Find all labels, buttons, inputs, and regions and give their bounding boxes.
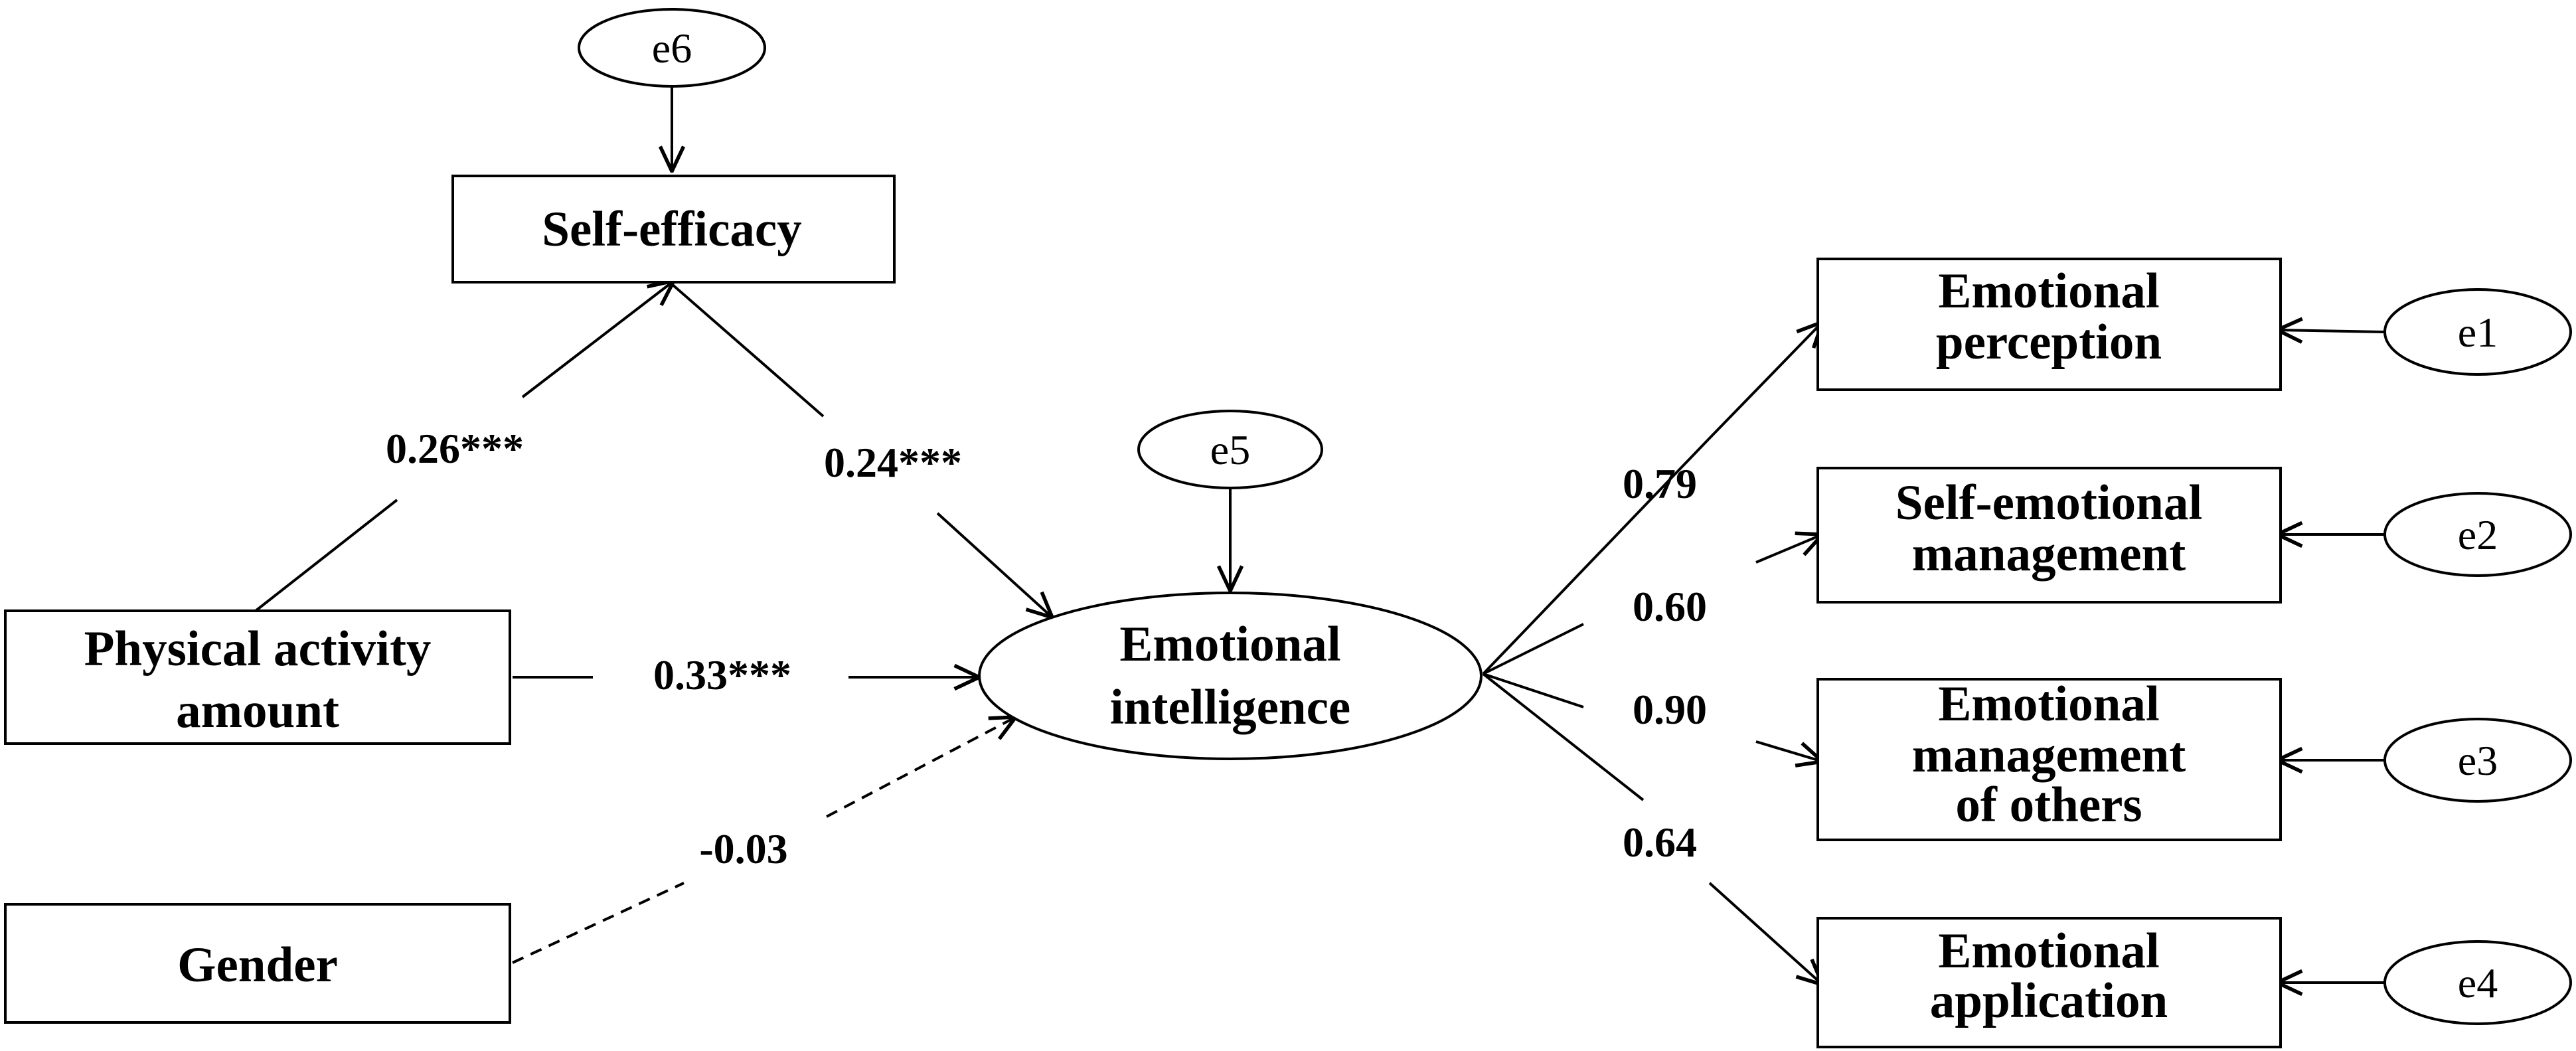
edge-e1-to-perception — [2277, 330, 2385, 332]
edge-gender-to-ei-lower — [512, 882, 684, 964]
edge-ei-to-application-upper — [1482, 673, 1645, 801]
physical-activity-label-line2: amount — [176, 683, 339, 738]
error-node-e1: e1 — [2383, 288, 2572, 376]
emotional-application-label-line1: Emotional — [1938, 924, 2159, 979]
edge-ei-to-mgmt-others-upper — [1483, 673, 1584, 708]
error-node-e5: e5 — [1137, 410, 1323, 489]
coef-pa-to-ei: 0.33*** — [653, 651, 791, 698]
edge-se-to-ei-upper — [671, 283, 825, 418]
self-emotional-management-label-line1: Self-emotional — [1895, 475, 2202, 530]
e6-label: e6 — [652, 25, 692, 72]
node-physical-activity: Physical activity amount — [4, 609, 511, 745]
emotional-intelligence-label-line1: Emotional — [1119, 617, 1340, 672]
coef-pa-to-self-efficacy: 0.26*** — [386, 425, 524, 472]
error-node-e3: e3 — [2383, 718, 2572, 803]
edge-pa-to-self-efficacy-upper — [521, 281, 674, 398]
coef-gender-to-ei: -0.03 — [699, 825, 787, 872]
edge-se-to-ei-lower — [936, 512, 1052, 617]
edge-ei-to-mgmt-others-lower — [1755, 740, 1822, 762]
edge-ei-to-perception-upper — [1706, 322, 1822, 442]
emotional-management-others-label-line3: of others — [1955, 777, 2142, 833]
coef-ei-to-application: 0.64 — [1623, 819, 1697, 866]
node-self-emotional-management: Self-emotional management — [1816, 467, 2282, 604]
edge-ei-to-self-mgmt-upper — [1755, 534, 1822, 564]
node-emotional-management-of-others: Emotional management of others — [1816, 677, 2282, 841]
coef-ei-to-self-management: 0.60 — [1633, 583, 1707, 630]
error-node-e2: e2 — [2383, 492, 2572, 577]
e4-label: e4 — [2458, 959, 2498, 1007]
edge-ei-to-perception — [1482, 439, 1709, 675]
coef-self-efficacy-to-ei: 0.24*** — [824, 439, 962, 486]
emotional-intelligence-label-line2: intelligence — [1110, 680, 1350, 735]
self-efficacy-label: Self-efficacy — [542, 202, 801, 257]
error-node-e4: e4 — [2383, 940, 2572, 1025]
emotional-management-others-label-line1: Emotional — [1938, 677, 2159, 732]
self-emotional-management-label-line2: management — [1912, 526, 2186, 582]
gender-label: Gender — [177, 937, 338, 993]
node-gender: Gender — [4, 903, 511, 1024]
physical-activity-label-line1: Physical activity — [84, 621, 432, 677]
emotional-application-label-line2: application — [1930, 973, 2168, 1028]
e5-label: e5 — [1210, 426, 1250, 473]
coef-ei-to-perception: 0.79 — [1623, 460, 1697, 507]
emotional-management-others-label-line2: management — [1912, 728, 2186, 783]
edge-gender-to-ei-upper — [826, 717, 1016, 818]
coef-ei-to-management-of-others: 0.90 — [1633, 686, 1707, 733]
node-emotional-application: Emotional application — [1816, 917, 2282, 1048]
e3-label: e3 — [2458, 737, 2498, 784]
emotional-perception-label-line2: perception — [1936, 315, 2162, 370]
node-emotional-intelligence: Emotional intelligence — [978, 592, 1483, 760]
e2-label: e2 — [2458, 511, 2498, 558]
edge-ei-to-application-lower — [1708, 882, 1822, 985]
node-emotional-perception: Emotional perception — [1816, 258, 2282, 391]
emotional-perception-label-line1: Emotional — [1938, 264, 2159, 319]
e1-label: e1 — [2458, 309, 2498, 356]
error-node-e6: e6 — [578, 8, 766, 88]
edge-pa-to-self-efficacy-lower — [254, 499, 398, 612]
node-self-efficacy: Self-efficacy — [451, 175, 896, 283]
edge-ei-to-self-mgmt-lower — [1483, 623, 1584, 675]
